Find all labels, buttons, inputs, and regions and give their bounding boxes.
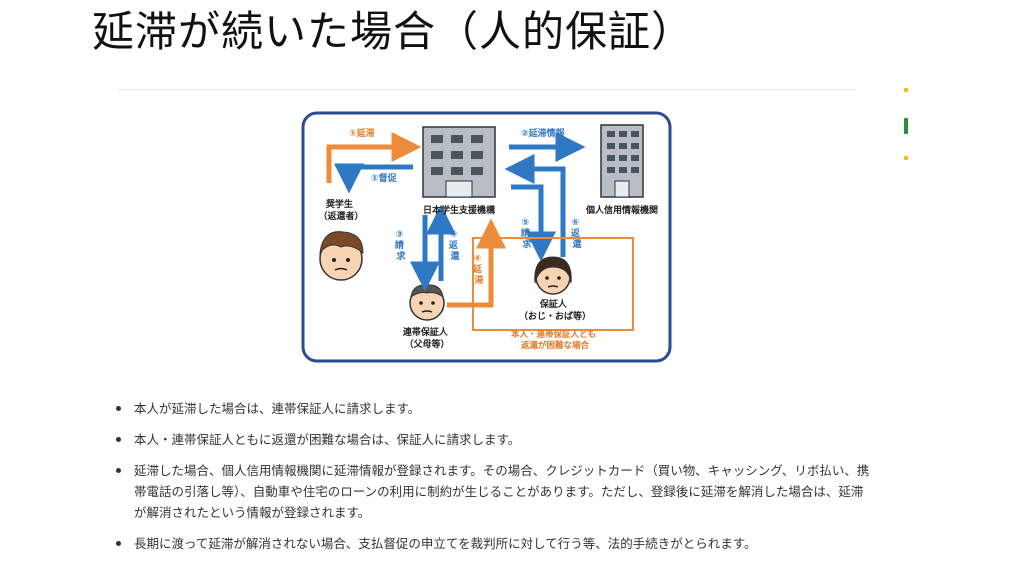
bullet-item: 本人が延滞した場合は、連帯保証人に請求します。 <box>112 398 872 419</box>
label-arrow-3-request: ③ 請 求 <box>395 230 407 262</box>
label-arrow-4-repay: ④ 返 還 <box>449 230 461 262</box>
page-title: 延滞が続いた場合（人的保証） <box>92 7 695 56</box>
label-arrow-5-request: ⑤ 請 求 <box>521 218 533 250</box>
guarantor-face-icon <box>534 256 572 295</box>
side-mark-yellow <box>904 88 908 92</box>
bullet-list: 本人が延滞した場合は、連帯保証人に請求します。 本人・連帯保証人ともに返還が困難… <box>112 398 872 564</box>
credit-bureau-building-icon <box>600 124 644 198</box>
label-joint-guarantor: 連帯保証人 （父母等） <box>403 326 451 350</box>
label-difficult-case: 本人・連帯保証人とも 返還が困難な場合 <box>511 329 599 351</box>
arrow-1-overdue <box>326 132 422 183</box>
bullet-item: 本人・連帯保証人ともに返還が困難な場合は、保証人に請求します。 <box>112 429 872 450</box>
label-arrow-4-overdue: ④ 延 滞 <box>472 254 485 286</box>
label-arrow-2-info: ②延滞情報 <box>521 127 566 139</box>
label-guarantor: 保証人 （おじ・おば等） <box>519 298 591 322</box>
student-face-icon <box>319 231 364 281</box>
label-credit-bureau: 個人信用情報機関 <box>585 204 658 216</box>
jasso-building-icon <box>422 126 496 198</box>
bullet-item: 延滞した場合、個人信用情報機関に延滞情報が登録されます。その場合、クレジットカー… <box>112 460 872 523</box>
label-jasso: 日本学生支援機構 <box>423 204 495 216</box>
label-arrow-1-overdue: ①延滞 <box>349 127 375 139</box>
arrow-5-request <box>511 184 556 262</box>
bullet-item: 長期に渡って延滞が解消されない場合、支払督促の申立てを裁判所に対して行う等、法的… <box>112 533 872 554</box>
side-mark-green <box>904 118 908 134</box>
arrow-4-overdue <box>447 218 506 308</box>
arrow-1-reminder <box>334 163 413 194</box>
side-mark-yellow-2 <box>904 156 908 160</box>
guarantee-flow-diagram: ①延滞 ①督促 ②延滞情報 奨学生 （返還者） 日本学生支援機構 個人信用情報機… <box>301 111 672 363</box>
difficult-case-box <box>472 237 634 331</box>
label-arrow-1-reminder: ①督促 <box>371 172 398 184</box>
divider <box>118 89 856 90</box>
label-arrow-6-repay: ⑥ 返 還 <box>571 218 583 250</box>
arrow-6-repay <box>504 154 566 257</box>
label-student: 奨学生 （返還者） <box>318 198 363 222</box>
joint-guarantor-face-icon <box>409 284 445 321</box>
